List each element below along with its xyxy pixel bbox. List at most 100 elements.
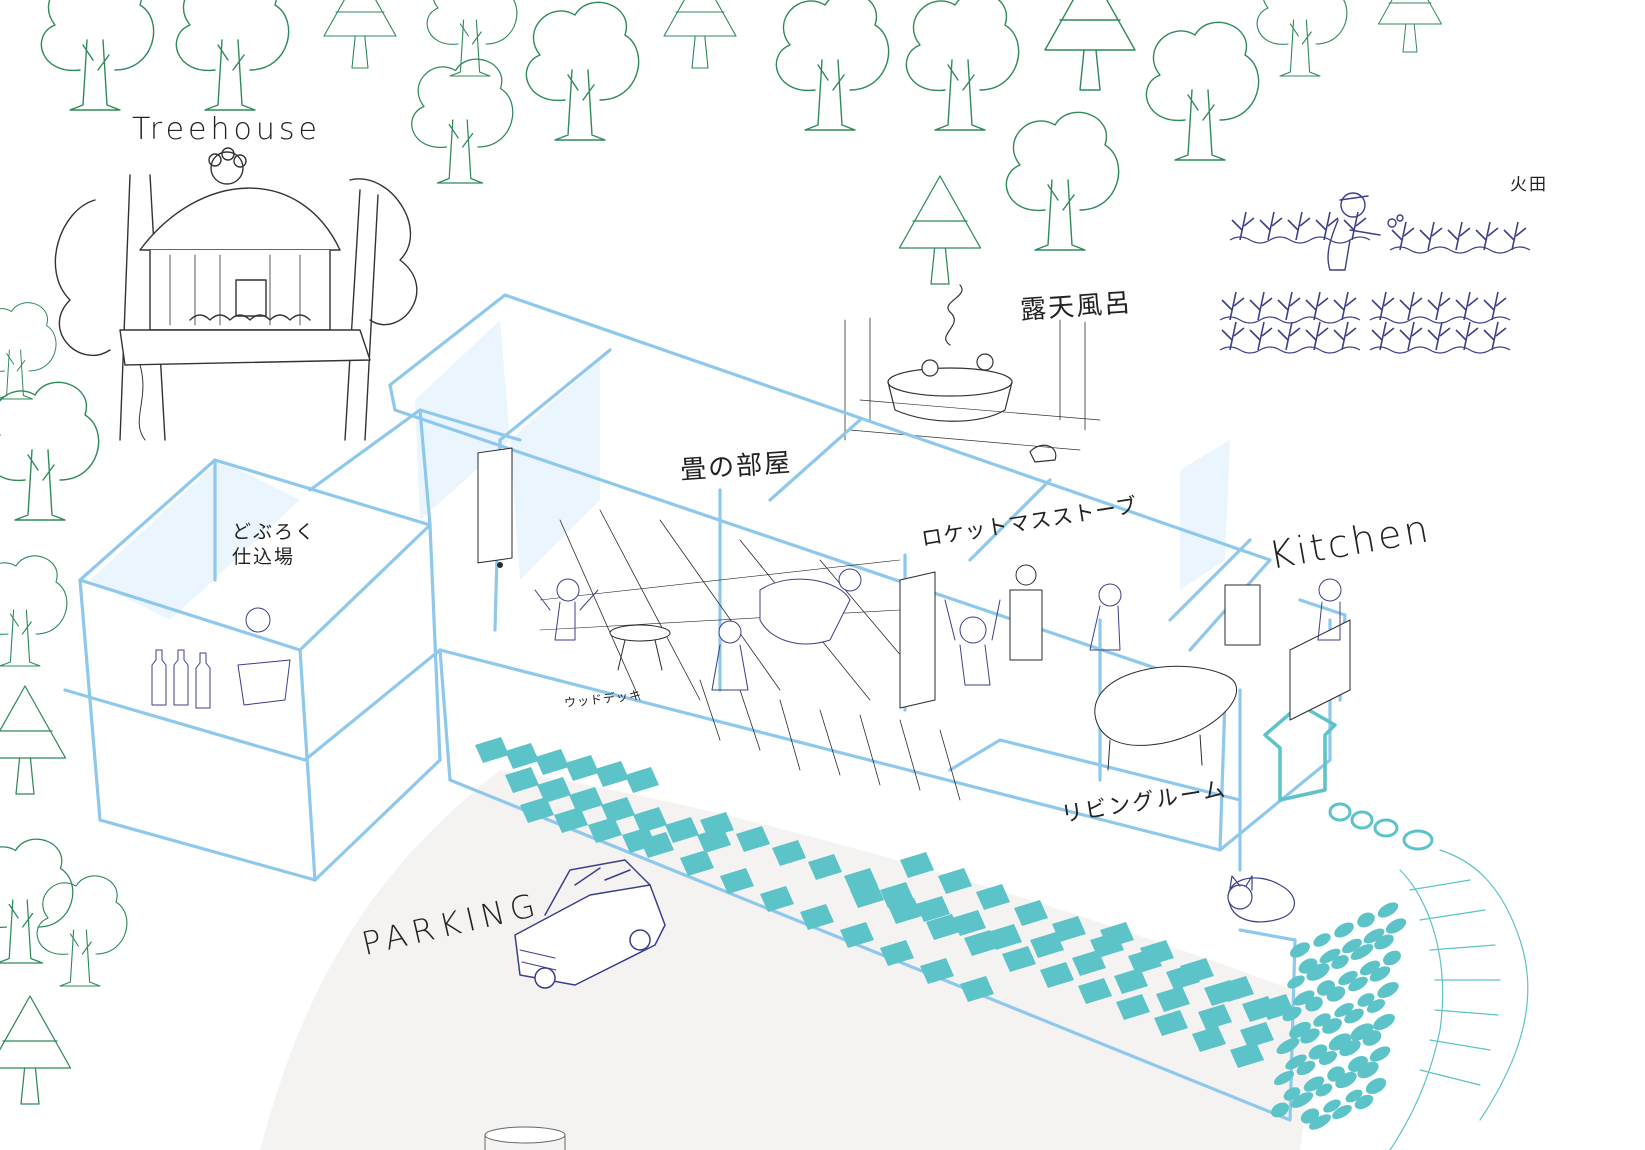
stone bbox=[1303, 1076, 1325, 1092]
rice-row bbox=[1389, 246, 1531, 254]
stone bbox=[1285, 1054, 1307, 1070]
rice-plant bbox=[1483, 321, 1507, 351]
rice-plant bbox=[1391, 221, 1415, 251]
tree-crown bbox=[775, 0, 890, 92]
tree bbox=[525, 1, 640, 141]
tree-trunk bbox=[804, 59, 856, 131]
tile bbox=[537, 777, 571, 803]
tile bbox=[640, 832, 674, 858]
stone bbox=[1377, 902, 1399, 918]
stone bbox=[1374, 934, 1394, 950]
tree bbox=[1044, 0, 1136, 91]
stone bbox=[1300, 1028, 1320, 1044]
tile bbox=[952, 910, 986, 936]
rice-plant bbox=[1455, 321, 1479, 351]
stone bbox=[1365, 1077, 1387, 1095]
rice-plant bbox=[1249, 321, 1273, 351]
tile bbox=[700, 812, 734, 838]
tree-trunk bbox=[1034, 179, 1086, 251]
tile bbox=[1052, 916, 1086, 942]
tree-crown bbox=[0, 555, 68, 635]
tree-crown bbox=[525, 1, 640, 102]
cat-drawing bbox=[1227, 875, 1295, 923]
tile bbox=[601, 797, 635, 823]
field-drawing bbox=[1327, 192, 1404, 271]
tile bbox=[1100, 922, 1134, 948]
tree-crown bbox=[898, 175, 982, 249]
tree-crown bbox=[0, 302, 57, 372]
rice-plant bbox=[1315, 211, 1339, 241]
rice-row bbox=[1219, 316, 1361, 324]
stump bbox=[484, 1126, 566, 1150]
tree-trunk bbox=[351, 35, 369, 69]
stone bbox=[1313, 933, 1331, 947]
tree-crown bbox=[1378, 0, 1442, 25]
stone bbox=[1290, 1092, 1314, 1108]
house-structure bbox=[63, 293, 1347, 1122]
stone bbox=[1344, 1008, 1364, 1024]
tree bbox=[411, 58, 514, 184]
tree bbox=[0, 995, 72, 1105]
interior-details bbox=[151, 447, 1351, 801]
tree-trunk bbox=[0, 899, 44, 964]
stone bbox=[1377, 981, 1399, 999]
kitchen-stepping-stones bbox=[1328, 802, 1434, 851]
tree bbox=[0, 381, 100, 521]
tile bbox=[808, 854, 842, 880]
tile bbox=[800, 904, 834, 930]
rice-plant bbox=[1475, 221, 1499, 251]
rice-plant bbox=[1483, 291, 1507, 321]
glass-panel bbox=[90, 460, 300, 620]
tile bbox=[1154, 1010, 1188, 1036]
stone bbox=[1315, 1083, 1333, 1097]
tree-crown bbox=[175, 0, 290, 72]
label-treehouse: Treehouse bbox=[132, 112, 321, 147]
stone bbox=[1322, 1018, 1342, 1034]
stone bbox=[1271, 1102, 1289, 1118]
tile bbox=[535, 749, 569, 775]
tile bbox=[772, 840, 806, 866]
tree bbox=[905, 0, 1020, 131]
stone bbox=[1363, 928, 1385, 944]
tree-trunk bbox=[1402, 23, 1418, 53]
tile bbox=[736, 826, 770, 852]
rice-plant bbox=[1277, 321, 1301, 351]
rice-plant bbox=[1371, 291, 1395, 321]
frame-line bbox=[388, 383, 1222, 692]
rice-plant bbox=[1277, 291, 1301, 321]
rice-plant bbox=[1371, 321, 1395, 351]
stone bbox=[1348, 976, 1368, 992]
rice-plant bbox=[1455, 291, 1479, 321]
tree bbox=[36, 875, 128, 987]
stone bbox=[1338, 970, 1358, 986]
tree-trunk bbox=[15, 757, 35, 795]
stone bbox=[1276, 1037, 1300, 1055]
tile bbox=[964, 930, 998, 956]
tree bbox=[1256, 0, 1348, 77]
tree bbox=[1378, 0, 1442, 53]
label-tatami-room: 畳の部屋 bbox=[679, 448, 794, 486]
rice-plant bbox=[1287, 211, 1311, 241]
tree-trunk bbox=[554, 69, 606, 141]
frame-line bbox=[308, 408, 522, 527]
stone bbox=[1318, 1050, 1338, 1066]
car-drawing bbox=[514, 859, 666, 989]
stone bbox=[1326, 986, 1346, 1002]
tile bbox=[840, 922, 874, 948]
rice-plant bbox=[1343, 211, 1367, 241]
tile bbox=[680, 850, 714, 876]
rice-plant bbox=[1221, 321, 1245, 351]
tile bbox=[1230, 1042, 1264, 1068]
tree-crown bbox=[36, 875, 128, 955]
tile bbox=[554, 807, 588, 833]
tree bbox=[426, 0, 518, 77]
tile bbox=[850, 882, 884, 908]
stepping-tiles bbox=[475, 737, 1294, 1068]
tile bbox=[1040, 962, 1074, 988]
tile bbox=[916, 896, 950, 922]
tree-trunk bbox=[930, 247, 950, 285]
stone bbox=[1357, 993, 1375, 1007]
stone bbox=[1287, 975, 1305, 989]
tree bbox=[323, 0, 397, 69]
